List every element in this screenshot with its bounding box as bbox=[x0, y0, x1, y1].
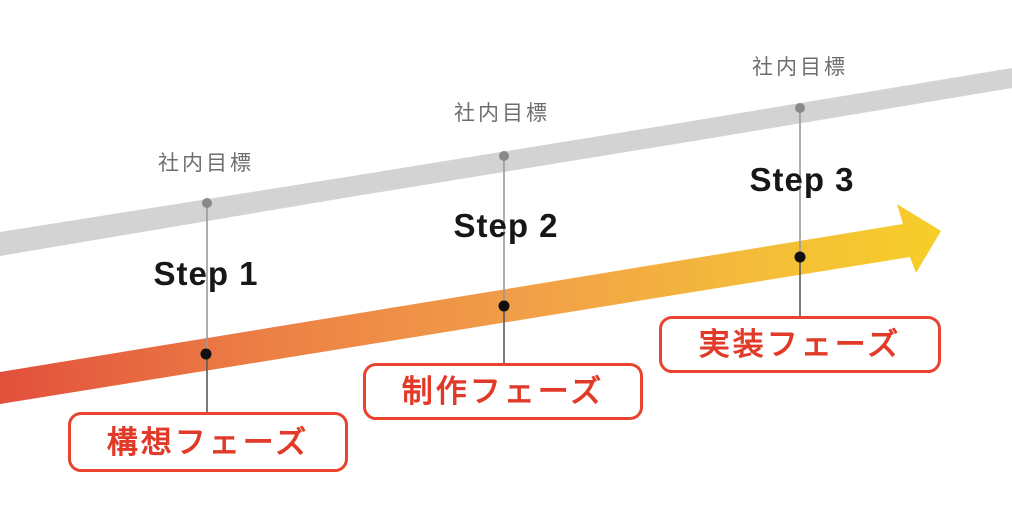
phase-box-1: 構想フェーズ bbox=[68, 412, 348, 472]
phase-box-3: 実装フェーズ bbox=[659, 316, 941, 373]
goal-label-1: 社内目標 bbox=[158, 152, 254, 175]
goal-dot-3 bbox=[795, 103, 805, 113]
phase-box-2: 制作フェーズ bbox=[363, 363, 643, 420]
goal-label-2: 社内目標 bbox=[454, 102, 550, 125]
phase-dot-3 bbox=[794, 251, 806, 263]
phase-label-2: 制作フェーズ bbox=[401, 374, 605, 409]
step-label-3: Step 3 bbox=[749, 161, 855, 198]
goal-label-3: 社内目標 bbox=[752, 56, 848, 79]
goal-dot-2 bbox=[499, 151, 509, 161]
phase-label-1: 構想フェーズ bbox=[106, 424, 310, 460]
phase-dot-1 bbox=[200, 348, 212, 360]
growth-arrow bbox=[0, 204, 941, 404]
step-label-1: Step 1 bbox=[153, 255, 259, 292]
goal-band bbox=[0, 68, 1012, 256]
phase-label-3: 実装フェーズ bbox=[698, 327, 902, 362]
phase-dot-2 bbox=[498, 300, 510, 312]
step-label-2: Step 2 bbox=[453, 207, 559, 244]
goal-dot-1 bbox=[202, 198, 212, 208]
